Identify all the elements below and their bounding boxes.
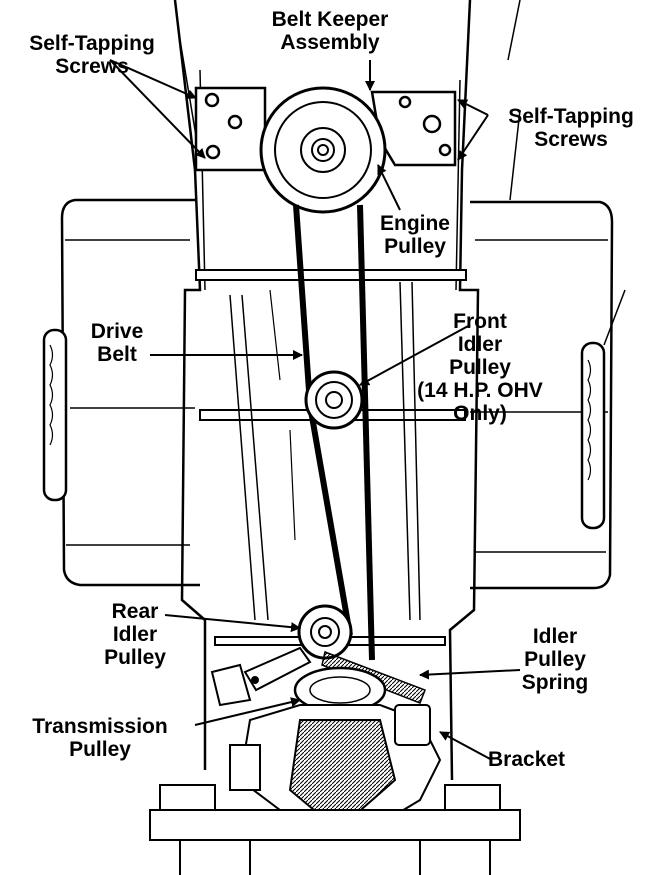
label-line: Pulley (524, 648, 586, 671)
engine-pulley (259, 86, 387, 214)
label-line: Pulley (449, 356, 511, 379)
arrow-transmission (194, 697, 301, 726)
rear-idler-pulley (297, 604, 353, 660)
arrow-screws-right-a (457, 99, 489, 116)
label-line: Idler (112, 623, 158, 646)
label-line: Only) (453, 402, 507, 425)
transmission-pulley (293, 666, 387, 714)
arrow-rear-idler (164, 614, 301, 633)
label-line: Assembly (280, 31, 380, 54)
label-line: Engine (379, 212, 450, 235)
label-line: Screws (534, 128, 608, 151)
label-self-tapping-screws-right: Self-Tapping Screws (485, 105, 657, 151)
label-belt-keeper-assembly: Belt Keeper Assembly (255, 8, 405, 54)
label-line: Pulley (69, 738, 131, 761)
front-idler-pulley (304, 370, 364, 430)
label-transmission-pulley: Transmission Pulley (10, 715, 190, 761)
arrow-screws-left-b (109, 59, 206, 159)
label-engine-pulley: Engine Pulley (365, 212, 465, 258)
label-line: Self-Tapping (508, 105, 634, 128)
label-idler-pulley-spring: Idler Pulley Spring (505, 625, 605, 694)
transmission-body (149, 704, 521, 875)
label-line: Rear (111, 600, 159, 623)
label-line: Idler (457, 333, 503, 356)
label-line: Pulley (104, 646, 166, 669)
arrow-screws-right-b (457, 114, 489, 161)
label-line: Transmission (32, 715, 168, 738)
arrow-engine-pulley (377, 164, 401, 211)
label-line: Screws (55, 55, 129, 78)
label-line: Front (453, 310, 507, 333)
label-line: Drive (90, 320, 144, 343)
idler-arm (210, 646, 312, 707)
label-drive-belt: Drive Belt (82, 320, 152, 366)
label-front-idler-pulley: Front Idler Pulley (14 H.P. OHV Only) (405, 310, 555, 425)
label-line: Bracket (488, 748, 566, 771)
arrow-screws-left-a (109, 59, 197, 99)
arrow-front-idler (359, 324, 471, 386)
right-fender-panel (470, 200, 626, 590)
label-line: Spring (521, 671, 589, 694)
label-bracket: Bracket (488, 748, 598, 771)
leader-arrows (109, 59, 521, 761)
label-line: Self-Tapping (29, 32, 155, 55)
arrow-spring (419, 669, 521, 680)
label-line: (14 H.P. OHV (417, 379, 543, 402)
arrow-bracket (439, 731, 493, 761)
label-rear-idler-pulley: Rear Idler Pulley (95, 600, 175, 669)
label-line: Belt (97, 343, 137, 366)
left-fender-panel (42, 198, 200, 587)
label-self-tapping-screws-left: Self-Tapping Screws (8, 32, 176, 78)
label-line: Idler (532, 625, 578, 648)
label-line: Pulley (384, 235, 446, 258)
belt-keeper-plate (194, 86, 457, 172)
label-line: Belt Keeper (271, 8, 389, 31)
